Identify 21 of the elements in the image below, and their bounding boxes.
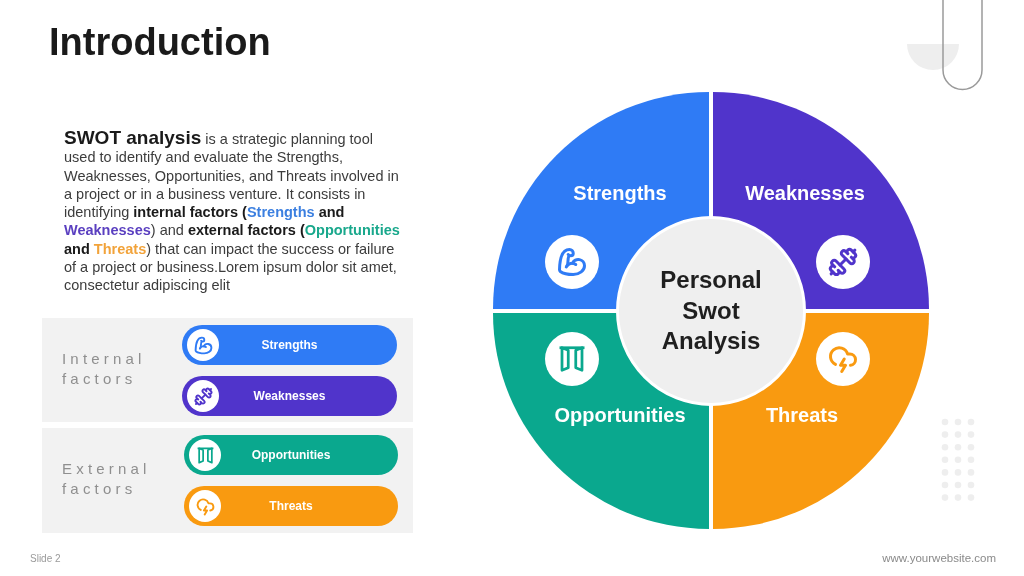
factor-pill [184, 435, 398, 475]
group-label: External factors [62, 459, 152, 499]
center-title: Personal Swot Analysis [659, 265, 763, 357]
quadrant-label: Threats [765, 403, 839, 427]
group-label: Internal factors [62, 349, 147, 389]
quadrant-label: Opportunities [554, 403, 686, 427]
quadrant-label: Strengths [573, 181, 667, 205]
factor-label: Threats [269, 498, 313, 514]
slide-number: Slide 2 [30, 552, 61, 566]
factor-pill [182, 325, 397, 365]
slide-title: Introduction [49, 20, 271, 65]
factor-group-panel [42, 318, 413, 422]
quadrant-label: Weaknesses [745, 181, 865, 205]
factor-label: Weaknesses [253, 388, 326, 404]
factor-label: Strengths [261, 337, 318, 353]
factor-pill [184, 486, 398, 526]
factor-pill [182, 376, 397, 416]
website-address: www.yourwebsite.com [882, 551, 996, 566]
factor-label: Opportunities [251, 447, 331, 463]
factor-group-panel [42, 428, 413, 533]
intro-paragraph: SWOT analysis is a strategic planning tool used to identify and evaluate the Strengths, Weaknesses, Opportunities, and Threats involved in a project or in a business venture. It consists in identifying internal factors (Strengths and Weaknesses) and external factors (Opportunities and Threats) that can impact the success or failure of a project or business.Lorem ipsum dolor sit amet, consectetur adipiscing elit [64, 129, 401, 295]
